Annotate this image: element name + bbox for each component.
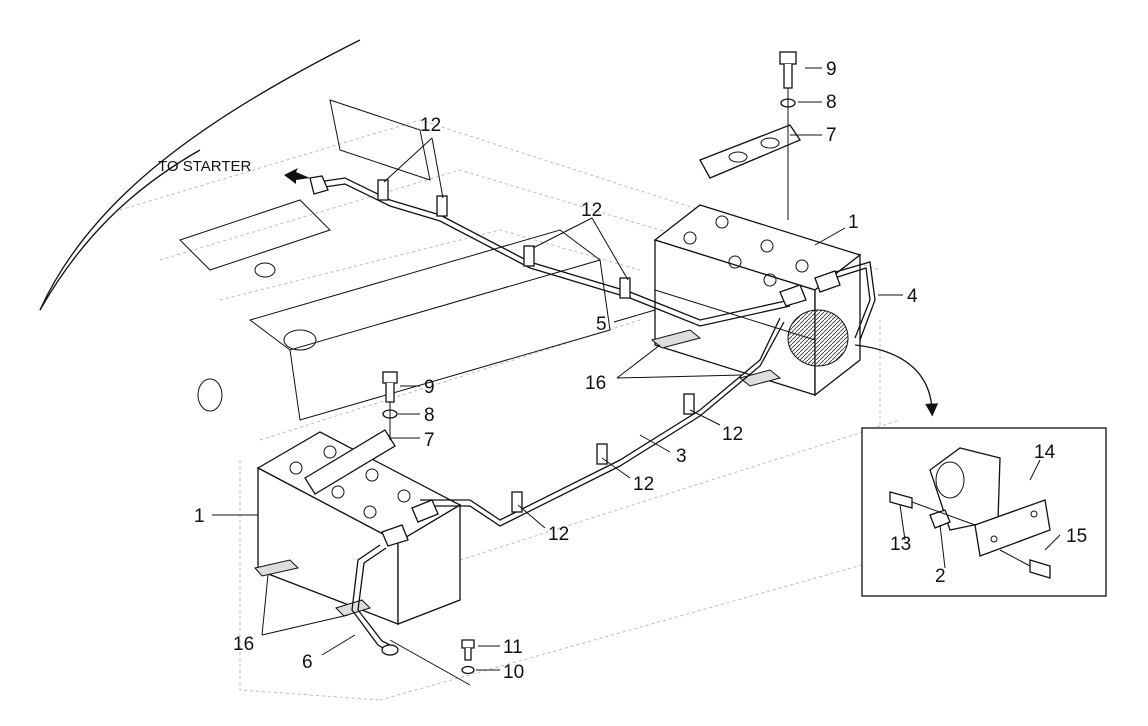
callout-2: 2	[935, 566, 946, 587]
detail-inset	[861, 427, 1107, 597]
callout-13: 13	[890, 534, 911, 555]
callout-14: 14	[1034, 442, 1056, 463]
callout-12-a: 12	[420, 115, 441, 136]
callout-12-c: 12	[548, 524, 569, 545]
callout-7-top: 7	[826, 125, 837, 146]
bolt-ground	[461, 639, 475, 661]
bolt-right	[779, 51, 797, 220]
callout-3: 3	[676, 446, 687, 467]
cable-clips	[377, 179, 695, 513]
detail-arrow	[854, 344, 939, 417]
callout-8-bottom: 8	[424, 405, 435, 426]
callout-1-right: 1	[848, 212, 859, 233]
detail-zone-circle	[787, 309, 849, 367]
battery-tray-supports	[254, 329, 782, 617]
hold-down-clamp-left	[304, 429, 396, 495]
cable-between-batteries	[420, 317, 785, 527]
callout-11: 11	[503, 637, 523, 658]
callout-12-b: 12	[581, 200, 602, 221]
to-starter-annotation: TO STARTER	[158, 158, 310, 184]
leader-lines	[212, 67, 1061, 671]
callout-16-left: 16	[233, 634, 254, 655]
callout-12-d: 12	[633, 474, 654, 495]
callout-12-e: 12	[722, 424, 743, 445]
callout-7-bottom: 7	[424, 430, 435, 451]
callout-9-top: 9	[826, 59, 837, 80]
callout-1-left: 1	[194, 506, 205, 527]
to-starter-label: TO STARTER	[158, 158, 252, 175]
ground-cable	[351, 544, 471, 686]
callout-8-top: 8	[826, 92, 837, 113]
callout-6: 6	[302, 652, 313, 673]
callout-labels: 9 8 7 1 4 5 16 12 3 12 12 12 12 9 8 7 1 …	[194, 59, 1087, 683]
callout-15: 15	[1066, 526, 1087, 547]
bolt-left	[382, 371, 398, 440]
cable-to-starter	[309, 175, 791, 327]
battery-terminals	[381, 270, 841, 547]
callout-4: 4	[907, 286, 918, 307]
battery-left	[256, 431, 462, 625]
callout-5: 5	[596, 314, 607, 335]
callout-16-mid: 16	[585, 373, 606, 394]
battery-right	[653, 204, 862, 397]
hold-down-clamp-right	[699, 124, 801, 179]
cable-jumper-right	[824, 261, 876, 341]
callout-9-bottom: 9	[424, 377, 435, 398]
callout-10: 10	[503, 662, 524, 683]
washer-ground	[461, 665, 475, 675]
